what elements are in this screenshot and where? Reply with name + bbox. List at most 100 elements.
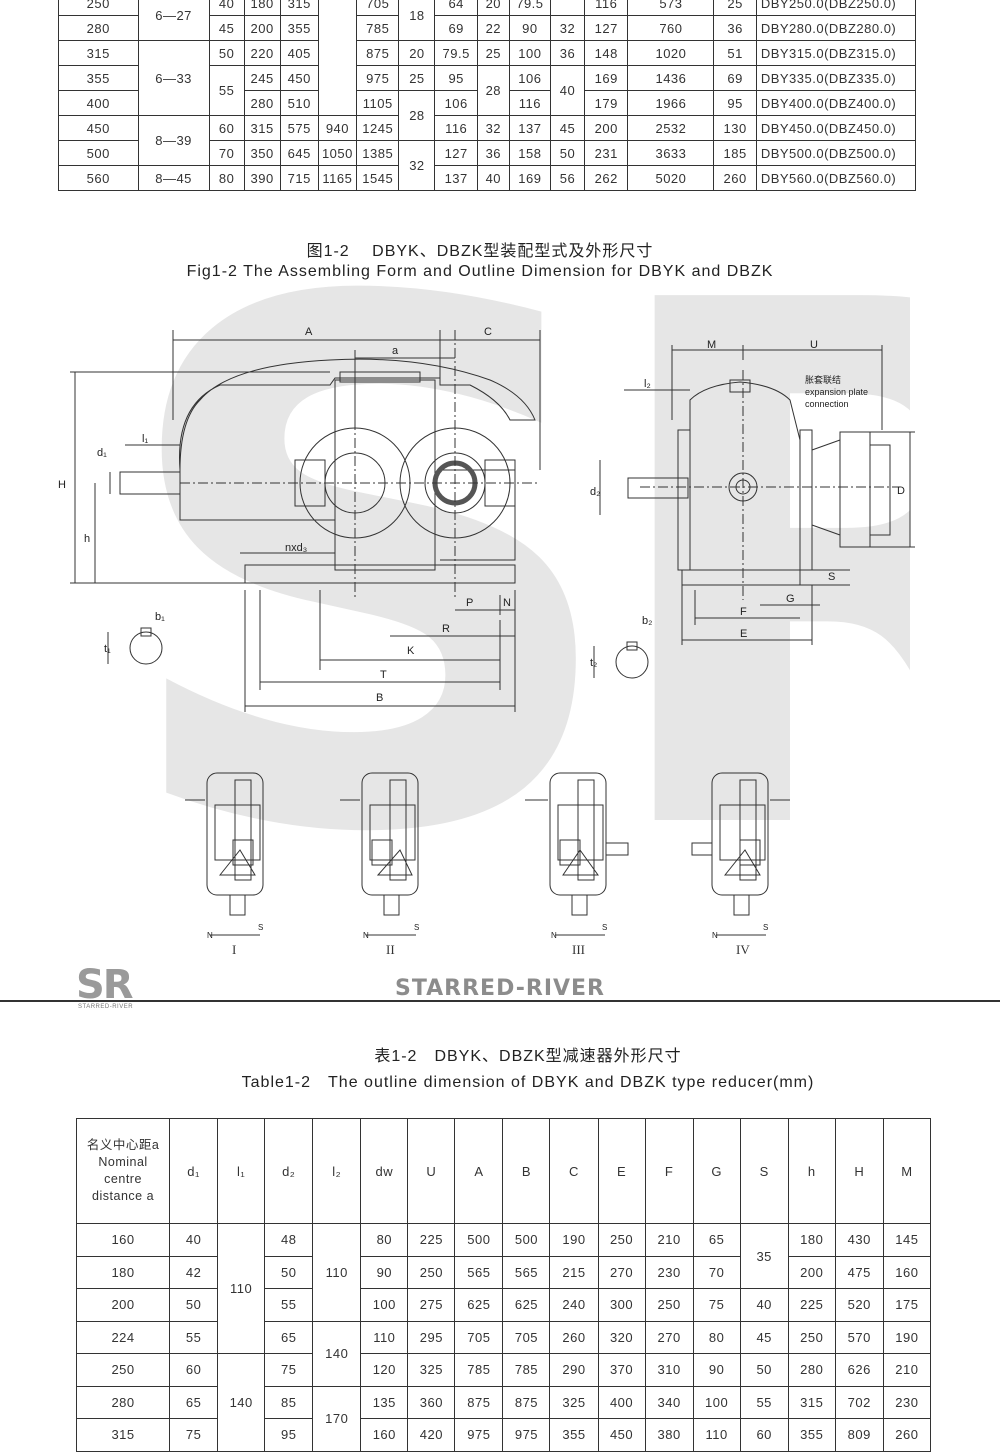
header-cell: F bbox=[644, 1118, 694, 1224]
header-cell: G bbox=[692, 1118, 741, 1224]
label-a: a bbox=[392, 345, 399, 357]
table-cell: 645 bbox=[279, 140, 319, 166]
form-label-II: II bbox=[386, 942, 395, 957]
label-U: U bbox=[810, 339, 818, 351]
table-cell: 35 bbox=[739, 1223, 789, 1289]
table-cell: 45 bbox=[208, 15, 245, 41]
table-cell: 210 bbox=[882, 1353, 932, 1387]
table-cell: 355 bbox=[549, 1418, 599, 1452]
header-cell: h bbox=[787, 1118, 836, 1224]
form-label-III: III bbox=[572, 942, 585, 957]
table-cell: 355 bbox=[787, 1418, 836, 1452]
table-cell: 280 bbox=[787, 1353, 836, 1387]
table-cell: 55 bbox=[169, 1320, 219, 1354]
table-cell: 325 bbox=[407, 1353, 456, 1387]
label-H: H bbox=[58, 479, 66, 491]
expansion-plate bbox=[839, 431, 871, 548]
table-cell: 60 bbox=[169, 1353, 219, 1387]
table-cell: 1966 bbox=[627, 90, 715, 116]
table-cell: 300 bbox=[597, 1288, 646, 1322]
table-cell: 705 bbox=[454, 1320, 504, 1354]
table-cell: 110 bbox=[312, 1223, 362, 1322]
label-F: F bbox=[740, 606, 747, 618]
table-cell: 65 bbox=[264, 1320, 314, 1354]
table-cell: 95 bbox=[713, 90, 757, 116]
table-cell: 85 bbox=[264, 1385, 314, 1419]
table-cell: 230 bbox=[882, 1385, 932, 1419]
label-D: D bbox=[897, 485, 905, 497]
reducer-outline-drawing: A C a M U l₁ l₂ d₁ d₂ H h nxd₃ P N R K T… bbox=[58, 326, 915, 940]
note-en2: connection bbox=[805, 399, 849, 409]
header-cell: d₁ bbox=[169, 1118, 219, 1224]
table-cell: 450 bbox=[279, 65, 319, 91]
table-cell: 80 bbox=[692, 1320, 741, 1354]
table-cell: 5020 bbox=[627, 165, 715, 191]
table-cell: 270 bbox=[597, 1255, 646, 1289]
label-d2: d₂ bbox=[590, 486, 600, 498]
label-M: M bbox=[707, 339, 716, 351]
table-cell: 260 bbox=[882, 1418, 932, 1452]
table-cell: 626 bbox=[834, 1353, 884, 1387]
table-cell: 565 bbox=[454, 1255, 504, 1289]
front-housing bbox=[689, 381, 801, 571]
table-cell: 702 bbox=[834, 1385, 884, 1419]
label-B: B bbox=[376, 692, 383, 704]
housing-top-cover bbox=[179, 358, 536, 471]
table-cell: 56 bbox=[550, 165, 585, 191]
table-cell: 95 bbox=[264, 1418, 314, 1452]
table-cell: DBY280.0(DBZ280.0) bbox=[755, 15, 917, 41]
table-cell: 260 bbox=[713, 165, 757, 191]
table-cell: 8—45 bbox=[137, 165, 210, 191]
table-cell: 760 bbox=[627, 15, 715, 41]
header-cell: H bbox=[834, 1118, 884, 1224]
table-cell: 785 bbox=[502, 1353, 551, 1387]
label-R: R bbox=[442, 623, 450, 635]
table-cell: 160 bbox=[360, 1418, 409, 1452]
label-E: E bbox=[740, 628, 747, 640]
table-cell: 400 bbox=[58, 90, 139, 116]
table-cell: 200 bbox=[75, 1288, 171, 1322]
table-cell: 715 bbox=[279, 165, 319, 191]
table-cell: 570 bbox=[834, 1320, 884, 1354]
table-cell: 400 bbox=[597, 1385, 646, 1419]
label-G: G bbox=[786, 593, 795, 605]
table-cell: 940 bbox=[317, 115, 358, 141]
table-cell: 120 bbox=[360, 1353, 409, 1387]
assembly-form-II bbox=[340, 772, 419, 936]
table-cell: 169 bbox=[508, 165, 552, 191]
table-cell: 510 bbox=[279, 90, 319, 116]
input-shaft bbox=[119, 471, 181, 495]
table-cell: 80 bbox=[360, 1223, 409, 1257]
table-cell: DBY560.0(DBZ560.0) bbox=[755, 165, 917, 191]
table-cell: 69 bbox=[434, 15, 478, 41]
table-cell: DBY500.0(DBZ500.0) bbox=[755, 140, 917, 166]
table-cell: 355 bbox=[279, 15, 319, 41]
form-I-n: N bbox=[207, 931, 213, 940]
table-cell: 32 bbox=[476, 115, 510, 141]
table-cell: 315 bbox=[75, 1418, 171, 1452]
table-cell: 250 bbox=[644, 1288, 694, 1322]
table-cell: 875 bbox=[454, 1385, 504, 1419]
table-cell: 48 bbox=[264, 1223, 314, 1257]
header-cell: A bbox=[454, 1118, 504, 1224]
assembly-form-I bbox=[185, 772, 264, 936]
label-t1: t₁ bbox=[104, 643, 111, 655]
table-cell: 280 bbox=[75, 1385, 171, 1419]
table-cell: 160 bbox=[75, 1223, 171, 1257]
table-cell: DBY335.0(DBZ335.0) bbox=[755, 65, 917, 91]
table-cell: 360 bbox=[407, 1385, 456, 1419]
table-cell: 1245 bbox=[355, 115, 400, 141]
table-cell: 250 bbox=[787, 1320, 836, 1354]
table-cell: 200 bbox=[243, 15, 281, 41]
table-cell: 55 bbox=[208, 65, 245, 116]
table-cell: 475 bbox=[834, 1255, 884, 1289]
table-cell: 50 bbox=[739, 1353, 789, 1387]
table-cell: 200 bbox=[583, 115, 629, 141]
